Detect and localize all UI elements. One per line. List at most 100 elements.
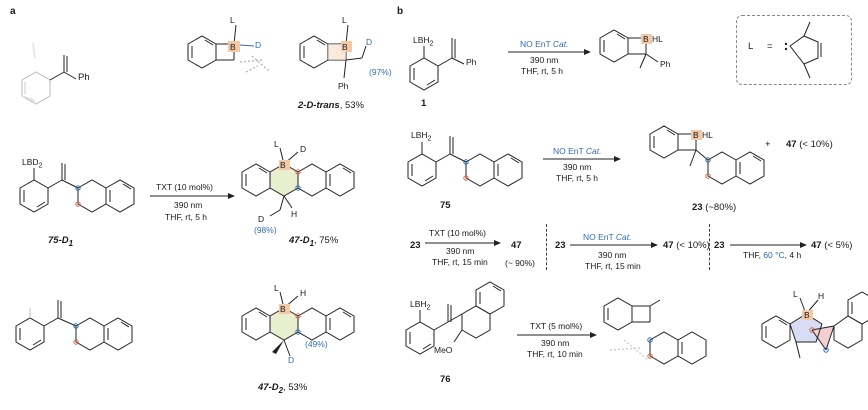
b2-plus: + bbox=[765, 139, 771, 150]
b4-prod-L: L bbox=[793, 289, 798, 299]
b3-e1-prod: 47 bbox=[511, 240, 522, 251]
b3-e1-mid: 390 nm bbox=[446, 246, 475, 256]
b2-prod-label: 23 (~80%) bbox=[692, 203, 736, 213]
b3-e1-top: TXT (10 mol%) bbox=[429, 228, 486, 238]
b3-e2-prod-num: 47 bbox=[663, 240, 674, 251]
b4-sm-label: 76 bbox=[440, 374, 451, 385]
b3-e2-yield: (< 10%) bbox=[673, 240, 710, 251]
b3-e2-top-cat: Cat. bbox=[615, 232, 632, 242]
b2-arrow-bot: THF, rt, 5 h bbox=[556, 173, 599, 183]
b3-e2-sm: 23 bbox=[555, 240, 566, 251]
b1-reaction-arrow bbox=[508, 49, 591, 55]
b3-e2-top-prefix: NO EnT bbox=[583, 232, 616, 242]
a1-caption-compound: 2-D-trans bbox=[298, 100, 340, 111]
b4-sm-LBH2-sub: 2 bbox=[426, 303, 431, 312]
a1-caption-yield: , 53% bbox=[339, 100, 364, 111]
b3-e2-bot: THF, rt, 15 min bbox=[585, 261, 641, 271]
a2-sm-label-text: 75-D bbox=[48, 235, 69, 246]
a2-prod-D2: D bbox=[258, 214, 265, 224]
a3-prod-L: L bbox=[274, 283, 279, 293]
b4-reaction-arrow bbox=[517, 332, 597, 338]
b2-sm-LBH2-sub: 2 bbox=[427, 134, 432, 143]
a1-ph-label: Ph bbox=[78, 72, 90, 83]
b1-sm-label: 1 bbox=[421, 98, 427, 109]
a2-prod-L: L bbox=[274, 139, 279, 149]
ligand-equals: = bbox=[767, 41, 773, 52]
a3-prod-H: H bbox=[300, 288, 307, 298]
panel-label-a: a bbox=[10, 6, 16, 17]
b2-prod-yield: (~80%) bbox=[702, 202, 737, 213]
a2-sm-BD2: LBD2 bbox=[22, 158, 42, 170]
b1-arrow-bot: THF, rt, 5 h bbox=[521, 66, 564, 76]
b2-arrow-top-prefix: NO EnT bbox=[553, 146, 586, 156]
b1-arrow-mid: 390 nm bbox=[530, 55, 559, 65]
a2-caption-compound: 47-D bbox=[289, 235, 310, 246]
b2-sm-label: 75 bbox=[440, 200, 451, 211]
a2-reaction-arrow bbox=[150, 193, 235, 199]
a2-prod-pct: (98%) bbox=[254, 225, 277, 235]
a3-prod-B: B bbox=[280, 304, 286, 314]
structure-b1-start bbox=[409, 38, 465, 91]
b3-e1-bot: THF, rt, 15 min bbox=[432, 257, 488, 267]
b2-arrow-top-cat: Cat. bbox=[585, 146, 602, 156]
b3-e3-prod: 47 (< 5%) bbox=[811, 241, 852, 251]
b1-prod-ph: Ph bbox=[660, 59, 671, 69]
structure-b1-product bbox=[599, 29, 659, 69]
b3-e1-sm: 23 bbox=[410, 240, 421, 251]
b4-prod-B: B bbox=[804, 310, 810, 320]
b2-prod-label-num: 23 bbox=[692, 202, 703, 213]
b1-sm-LBH2: LBH2 bbox=[413, 36, 433, 48]
a1-prod-ph: Ph bbox=[338, 81, 349, 91]
b3-e3-bot-suffix: , 4 h bbox=[784, 250, 802, 260]
b3-e3-bot-prefix: THF, bbox=[743, 250, 764, 260]
a2-sm-label: 75-D1 bbox=[48, 236, 73, 248]
b3-e3-sm: 23 bbox=[714, 240, 725, 251]
b1-prod-B: B bbox=[643, 34, 649, 44]
panel-label-b: b bbox=[397, 6, 404, 17]
structure-a2-product bbox=[241, 147, 355, 217]
divider-1 bbox=[546, 224, 547, 270]
a2-sm-label-sub: 1 bbox=[68, 238, 73, 248]
b1-arrow-top-cat: Cat. bbox=[552, 39, 569, 49]
structure-b4-start bbox=[405, 281, 505, 355]
structure-a1-product bbox=[299, 24, 367, 79]
b3-e2-mid: 390 nm bbox=[598, 250, 627, 260]
a2-caption-yield: , 75% bbox=[314, 235, 339, 246]
b4-sm-LBH2: LBH2 bbox=[410, 300, 430, 312]
a1-prod-D: D bbox=[366, 37, 373, 47]
b2-sm-LBH2-text: LBH bbox=[411, 130, 428, 140]
b1-sm-LBH2-sub: 2 bbox=[429, 39, 434, 48]
structure-b4-3d-product bbox=[761, 291, 868, 359]
b2-side-label: 47 bbox=[786, 139, 797, 150]
a2-arrow-top: TXT (10 mol%) bbox=[156, 182, 213, 192]
a2-caption-sub: 1 bbox=[309, 238, 314, 248]
structure-a1-intermediate bbox=[187, 24, 271, 73]
structure-b4-intermediate bbox=[603, 297, 707, 365]
a1-mid-B: B bbox=[230, 42, 236, 52]
b2-prod-B: B bbox=[693, 130, 699, 140]
a1-prod-B: B bbox=[342, 42, 348, 52]
b1-sm-LBH2-text: LBH bbox=[413, 35, 430, 45]
b2-side-yield: (< 10%) bbox=[796, 139, 833, 150]
structure-b2-product bbox=[649, 125, 765, 185]
a3-prod-pct: (49%) bbox=[305, 339, 328, 349]
a2-prod-D: D bbox=[300, 144, 307, 154]
b4-sm-LBH2-text: LBH bbox=[410, 299, 427, 309]
b3-e2-arrow bbox=[570, 242, 658, 248]
a1-prod-L: L bbox=[342, 15, 347, 25]
b1-arrow-top-prefix: NO EnT bbox=[520, 39, 553, 49]
b3-e1-arrow bbox=[425, 240, 501, 246]
b2-arrow-top: NO EnT Cat. bbox=[553, 147, 602, 156]
a3-caption-yield: , 53% bbox=[283, 382, 308, 393]
b3-e3-yield: (< 5%) bbox=[821, 240, 853, 251]
structure-a3-product bbox=[241, 291, 355, 357]
nhc-ligand-structure bbox=[784, 21, 822, 79]
a1-mid-L: L bbox=[230, 15, 235, 25]
a2-sm-BD2-sub: 2 bbox=[38, 161, 43, 170]
structure-a2-start bbox=[19, 163, 135, 213]
b2-side-product: 47 (< 10%) bbox=[786, 140, 833, 150]
b4-arrow-mid: 390 nm bbox=[541, 338, 570, 348]
a3-prod-D: D bbox=[288, 355, 295, 365]
a1-mid-D: D bbox=[255, 40, 262, 50]
b3-e3-bot-temp: 60 °C bbox=[763, 250, 785, 260]
